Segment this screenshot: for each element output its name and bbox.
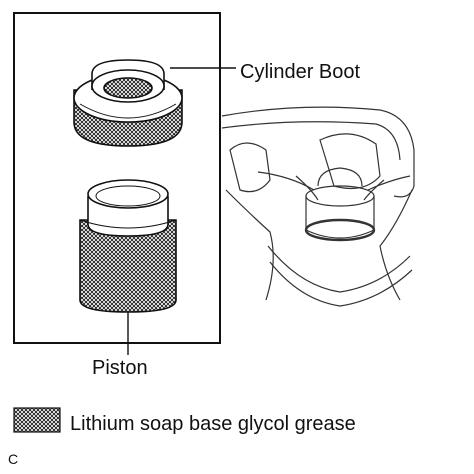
piston-part (79, 179, 177, 313)
grease-legend-swatch (13, 407, 61, 433)
cylinder-boot-part (73, 59, 183, 147)
caliper-illustration (221, 106, 415, 307)
cylinder-boot-label: Cylinder Boot (240, 61, 361, 83)
parts-frame (13, 12, 221, 344)
figure-code: C (8, 451, 19, 467)
legend-text: Lithium soap base glycol grease (70, 413, 356, 435)
piston-label: Piston (92, 357, 148, 379)
